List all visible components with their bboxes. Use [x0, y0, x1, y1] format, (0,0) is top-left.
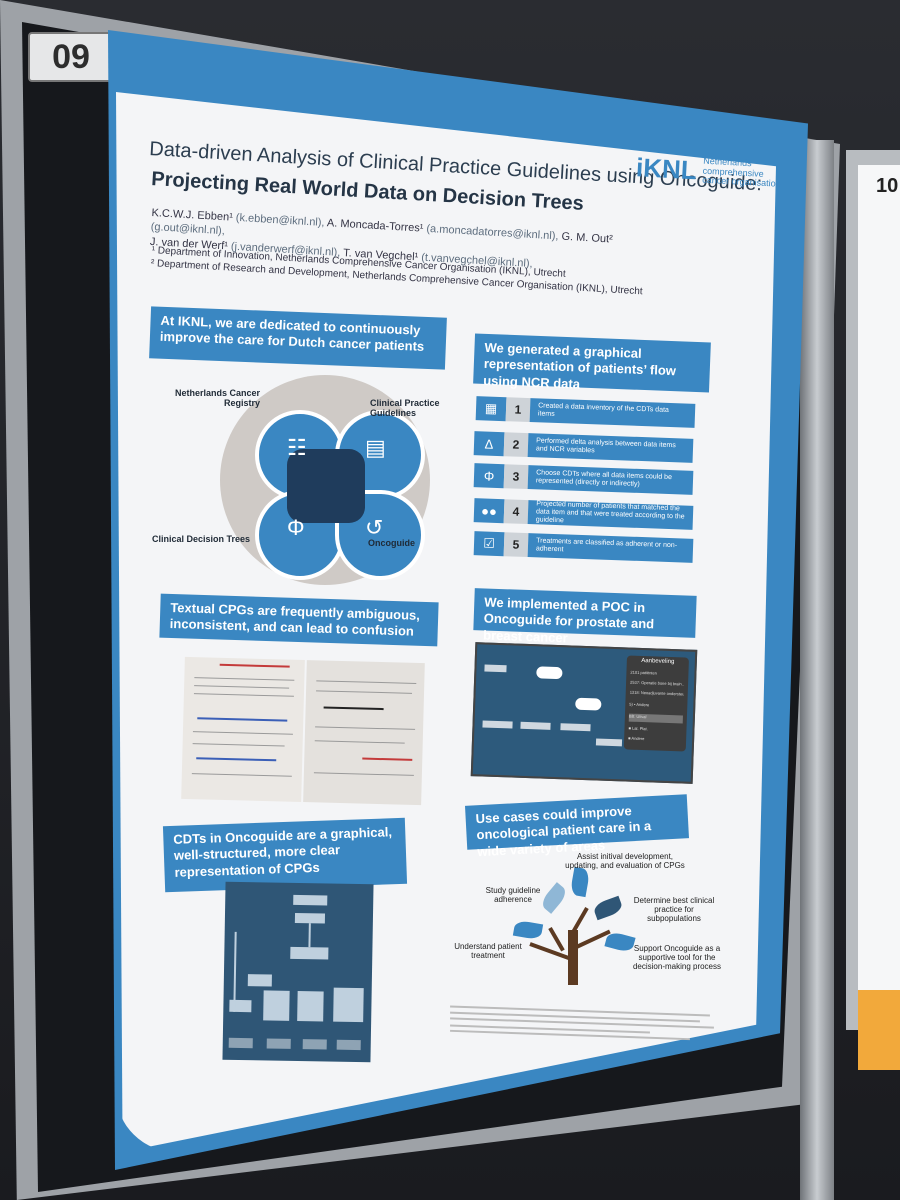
flow-box — [560, 723, 591, 732]
venn-label-cdt: Clinical Decision Trees — [152, 534, 251, 544]
flowchart-box — [297, 990, 324, 1022]
use-case-assist: Assist initival development, updating, a… — [565, 852, 685, 871]
people-icon: ●● — [473, 498, 505, 524]
flowchart-box — [247, 974, 272, 987]
flow-box — [520, 721, 551, 730]
venn-center — [287, 449, 365, 523]
recommendation-popup: Aanbeveling 2101 patiënten 2537: Operati… — [623, 655, 689, 752]
venn-label-oncoguide: Oncoguide — [368, 538, 415, 548]
step-number: 1 — [505, 397, 531, 423]
cdt-flowchart-image — [222, 881, 374, 1063]
flowchart-box — [336, 1039, 361, 1051]
tree-leaf — [604, 930, 636, 954]
popup-row: 1318: Neoadjuvante ondersteuning — [629, 689, 684, 697]
tree-branch — [548, 927, 565, 952]
flow-node — [536, 666, 563, 680]
flowchart-connector — [308, 923, 311, 948]
use-case-support: Support Oncoguide as a supportive tool f… — [632, 944, 722, 972]
banner-cdts: CDTs in Oncoguide are a graphical, well-… — [162, 817, 408, 893]
delta-icon: Δ — [473, 431, 505, 457]
flowchart-box — [302, 1039, 327, 1050]
metal-pole — [800, 140, 834, 1200]
flow-box — [482, 720, 513, 729]
decision-tree-icon: Φ — [287, 515, 305, 540]
inventory-icon: ▦ — [475, 396, 507, 422]
popup-row: ■ Lat. Plat. — [628, 725, 648, 732]
popup-row: 5) • Andere — [629, 701, 650, 708]
oncoguide-arrow-icon: ↺ — [365, 515, 384, 540]
tree-leaf — [592, 895, 624, 921]
banner-poc: We implemented a POC in Oncoguide for pr… — [473, 588, 697, 645]
use-case-tree — [510, 866, 640, 990]
database-icon: ☷ — [287, 435, 307, 460]
tree-leaf — [569, 866, 591, 898]
popup-row: 2101 patiënten — [630, 669, 657, 676]
flow-box — [595, 738, 623, 747]
tree-icon: Φ — [473, 463, 505, 489]
use-case-determine: Determine best clinical practice for sub… — [633, 896, 715, 924]
right-poster — [858, 165, 900, 1070]
flowchart-box — [266, 1038, 291, 1049]
step-number: 3 — [503, 464, 529, 490]
flowchart-box — [290, 946, 329, 960]
flowchart-box — [294, 912, 326, 924]
flowchart-box — [228, 1037, 253, 1049]
tree-branch — [570, 907, 589, 935]
tree-trunk — [568, 930, 578, 985]
poster-number-label: 09 — [28, 32, 114, 82]
iknl-logo-text: Netherlands comprehensive cancer organis… — [701, 156, 781, 189]
tree-branch — [529, 942, 573, 961]
flowchart-box — [333, 987, 364, 1023]
right-poster-orange-band — [858, 990, 900, 1070]
author-name: G. M. Out² — [561, 230, 614, 246]
venn-lobe-oncoguide — [335, 490, 425, 580]
reference-line — [450, 1029, 690, 1041]
step-number: 2 — [503, 432, 529, 458]
book-icon: ▤ — [365, 435, 386, 460]
oncoguide-screenshot: Aanbeveling 2101 patiënten 2537: Operati… — [470, 642, 698, 784]
author-email: (g.out@iknl.nl), — [150, 221, 226, 238]
popup-row: 2537: Operatie bone bij brain... — [630, 679, 685, 687]
use-case-understand: Understand patient treatment — [454, 942, 522, 961]
references-fine-print — [450, 1005, 730, 1060]
step-number: 4 — [503, 499, 529, 525]
step-number: 5 — [503, 532, 529, 558]
popup-row: ■ Andere — [628, 735, 645, 742]
venn-label-cpg: Clinical Practice Guidelines — [370, 398, 440, 419]
iknl-logo-mark: iKNL — [635, 152, 698, 186]
flowchart-box — [293, 894, 328, 906]
use-case-study: Study guideline adherence — [485, 886, 541, 905]
banner-graphical-representation: We generated a graphical representation … — [473, 333, 711, 393]
annotated-guideline-photo — [181, 656, 425, 806]
popup-title: Aanbeveling — [641, 657, 675, 666]
author-email: (k.ebben@iknl.nl), — [235, 211, 325, 229]
popup-row: BB: Uitval — [628, 713, 683, 724]
checklist-icon: ☑ — [473, 531, 505, 557]
banner-textual-cpgs: Textual CPGs are frequently ambiguous, i… — [159, 593, 439, 647]
flow-box — [484, 664, 507, 673]
tree-leaf — [512, 919, 544, 941]
venn-diagram: ☷ ▤ Φ ↺ — [220, 375, 430, 585]
venn-label-ncr: Netherlands Cancer Registry — [174, 388, 260, 409]
flowchart-box — [263, 990, 290, 1021]
flow-node — [575, 697, 602, 711]
right-poster-number: 10 — [876, 175, 899, 197]
